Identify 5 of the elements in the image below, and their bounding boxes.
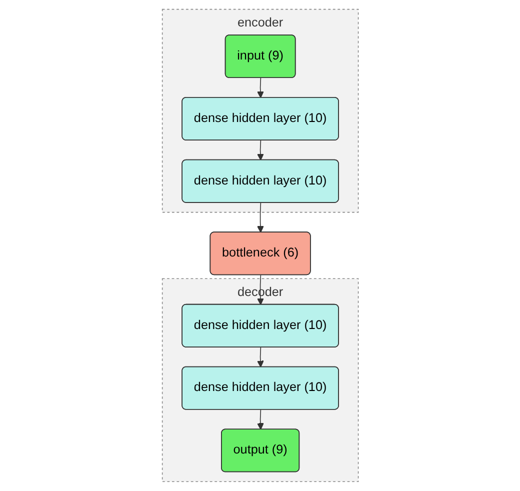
arrow [256,78,264,98]
arrow [256,409,264,430]
arrow [256,202,264,233]
arrow [256,140,264,160]
arrow [256,347,264,368]
